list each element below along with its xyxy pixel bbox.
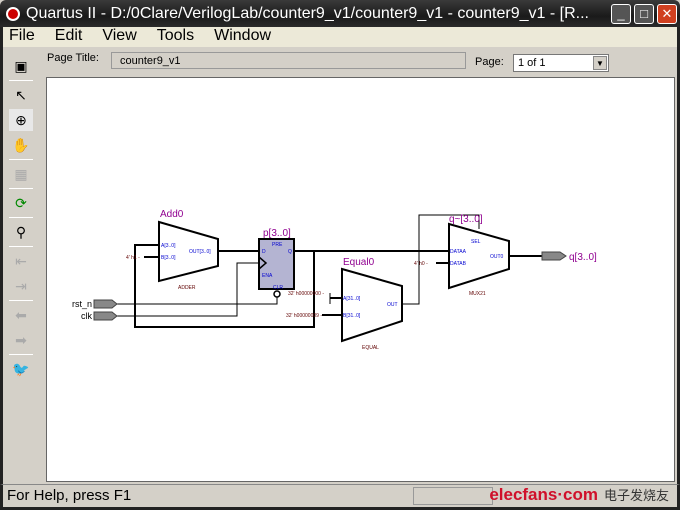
input-pin-clk [93, 311, 118, 321]
port-d: D [262, 249, 266, 255]
page-title-label: Page Title: [47, 52, 99, 64]
menu-edit[interactable]: Edit [54, 27, 83, 44]
type-label: ADDER [178, 285, 196, 291]
port-clr: CLR [273, 285, 283, 291]
port-datab: DATAB [450, 261, 467, 267]
menu-file[interactable]: File [9, 27, 35, 44]
port-out: OUT [387, 302, 398, 308]
wire-rst [116, 297, 278, 305]
equal0-label: Equal0 [343, 257, 375, 268]
port-dataa: DATAA [450, 249, 467, 255]
clk-label: clk [81, 311, 92, 321]
refresh-icon[interactable]: ⟳ [15, 195, 27, 211]
zoom-icon[interactable]: ⊕ [9, 109, 33, 131]
rst_n-label: rst_n [72, 299, 92, 309]
equal-block [341, 267, 403, 343]
status-bar: For Help, press F1 elecfans·com 电子发烧友 [0, 484, 680, 510]
page-forward-icon[interactable]: ⇥ [15, 278, 27, 294]
menu-tools[interactable]: Tools [156, 27, 195, 44]
watermark-cn: 电子发烧友 [603, 488, 669, 503]
binoculars-find-icon[interactable]: ⚲ [15, 224, 27, 240]
type-label: EQUAL [362, 345, 379, 351]
back-icon[interactable]: ⬅ [15, 307, 27, 323]
menu-bar: File Edit View Tools Window [0, 27, 680, 47]
port-out0: OUT0 [490, 254, 504, 260]
const-label: 32' h00000009 - [286, 313, 322, 319]
add0-label: Add0 [160, 209, 184, 220]
port-out: OUT[3..0] [189, 249, 211, 255]
output-label: q[3..0] [569, 252, 597, 263]
maximize-button[interactable]: □ [634, 3, 654, 24]
page-back-icon[interactable]: ⇤ [15, 253, 27, 269]
port-sel: SEL [471, 239, 481, 245]
status-pane [413, 487, 493, 505]
const-label: 4' h0 - [414, 261, 428, 267]
wire-clk [116, 262, 259, 317]
page-select[interactable]: 1 of 1 ▼ [513, 54, 609, 72]
viewer-icon[interactable]: ▣ [14, 58, 28, 74]
wire-feedback [134, 244, 315, 328]
port-a: A[3..0] [161, 243, 176, 249]
input-pin-rst_n [93, 299, 118, 309]
grid-icon[interactable]: ▦ [14, 166, 28, 182]
const-label: 32' h00000000 - [288, 291, 324, 297]
select-pointer-icon[interactable]: ↖ [15, 87, 27, 103]
forward-icon[interactable]: ➡ [15, 332, 27, 348]
reg-label: p[3..0] [263, 228, 291, 239]
adder-block [158, 220, 219, 283]
status-help: For Help, press F1 [7, 487, 132, 504]
left-toolbar: ▣ ↖ ⊕ ✋ ▦ ⟳ ⚲ ⇤ ⇥ ⬅ ➡ 🐦 [7, 53, 35, 473]
schematic-canvas[interactable]: Add0 p[3..0] Equal0 q~[3..0] q[3..0] rst… [46, 77, 675, 482]
page-title-field[interactable]: counter9_v1 [111, 52, 466, 69]
hand-pan-icon[interactable]: ✋ [12, 137, 30, 153]
port-b: B[3..0] [161, 255, 176, 261]
parrot-icon[interactable]: 🐦 [12, 361, 30, 377]
chevron-down-icon[interactable]: ▼ [593, 56, 607, 70]
mux-block [448, 222, 510, 290]
close-button[interactable]: ✕ [657, 3, 677, 24]
const-label: 4' h1 - [126, 255, 140, 261]
minimize-button[interactable]: _ [611, 3, 631, 24]
watermark: elecfans·com 电子发烧友 [489, 485, 669, 505]
port-ena: ENA [262, 273, 273, 279]
port-a: A[31..0] [343, 296, 361, 302]
page-label: Page: [475, 56, 504, 68]
watermark-text: elecfans·com [489, 485, 598, 504]
schematic: Add0 p[3..0] Equal0 q~[3..0] q[3..0] rst… [72, 209, 597, 351]
type-label: MUX21 [469, 291, 486, 297]
window-title: Quartus II - D:/0Clare/VerilogLab/counte… [26, 4, 589, 22]
port-q: Q [288, 249, 292, 255]
page-value: 1 of 1 [518, 57, 546, 69]
port-b: B[31..0] [343, 313, 361, 319]
app-icon [6, 6, 20, 21]
menu-window[interactable]: Window [214, 27, 272, 44]
title-bar: Quartus II - D:/0Clare/VerilogLab/counte… [0, 0, 680, 27]
wire-eq-out [402, 214, 480, 305]
port-pre: PRE [272, 242, 283, 248]
menu-view[interactable]: View [102, 27, 137, 44]
output-pin-q [541, 251, 567, 261]
mux-label: q~[3..0] [449, 214, 483, 225]
